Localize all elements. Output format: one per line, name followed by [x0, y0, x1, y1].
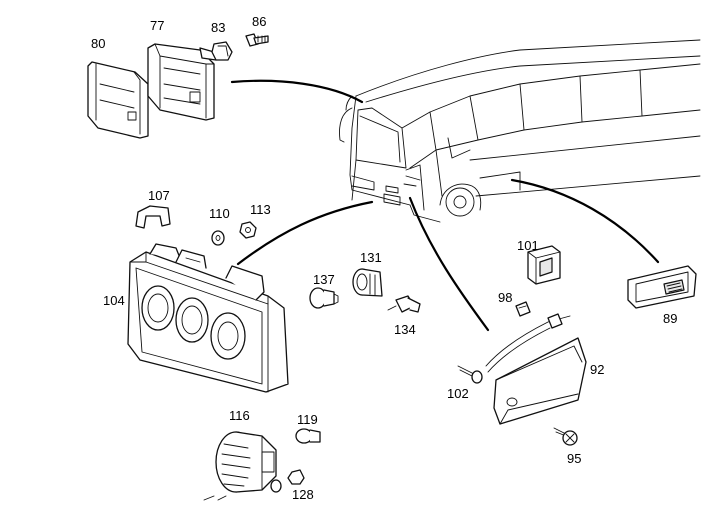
callout-101: 101	[517, 238, 539, 253]
callout-134: 134	[394, 322, 416, 337]
part-77-lamp-housing	[147, 43, 217, 121]
callout-116: 116	[229, 408, 250, 423]
part-83-clip	[211, 41, 233, 61]
part-131-socket	[352, 268, 383, 297]
part-113-nut	[239, 221, 257, 239]
callout-89: 89	[663, 311, 677, 326]
callout-80: 80	[91, 36, 105, 51]
part-119-bulb	[295, 428, 321, 444]
callout-98: 98	[498, 290, 512, 305]
callout-labels: 80 77 83 86 107 110 113 104 137 131 134 …	[91, 14, 677, 502]
part-101-block	[527, 245, 561, 285]
bus-illustration	[339, 39, 701, 223]
part-104-headlamp	[127, 243, 289, 393]
part-102-screw	[457, 365, 483, 384]
part-fragments-bottom	[203, 495, 227, 501]
callout-131: 131	[360, 250, 382, 265]
callout-137: 137	[313, 272, 335, 287]
callout-102: 102	[447, 386, 469, 401]
part-137-bulb	[309, 287, 339, 309]
part-128-nut	[270, 469, 305, 493]
leader-77-to-bus	[230, 79, 364, 104]
callout-77: 77	[150, 18, 164, 33]
leader-lines	[230, 79, 660, 332]
leader-92-to-bus	[408, 196, 490, 332]
callout-104: 104	[103, 293, 125, 308]
callout-107: 107	[148, 188, 170, 203]
callout-83: 83	[211, 20, 225, 35]
part-89-side-marker	[627, 265, 697, 309]
callout-92: 92	[590, 362, 604, 377]
callout-86: 86	[252, 14, 266, 29]
part-110-washer	[211, 230, 225, 246]
callout-119: 119	[297, 412, 318, 427]
part-92-marker-lamp	[485, 313, 587, 425]
callout-110: 110	[209, 206, 230, 221]
leader-104-to-bus	[236, 200, 374, 266]
part-80-lamp-lens	[87, 61, 149, 139]
callout-113: 113	[250, 202, 271, 217]
part-116-fog-lamp	[215, 431, 277, 493]
part-107-bracket	[135, 205, 171, 229]
part-134-switch	[387, 295, 421, 313]
part-95-screw	[553, 427, 578, 446]
leader-89-to-bus	[510, 178, 660, 264]
callout-95: 95	[567, 451, 581, 466]
part-98-seal	[515, 301, 531, 317]
part-86-screw	[245, 33, 269, 47]
callout-128: 128	[292, 487, 314, 502]
